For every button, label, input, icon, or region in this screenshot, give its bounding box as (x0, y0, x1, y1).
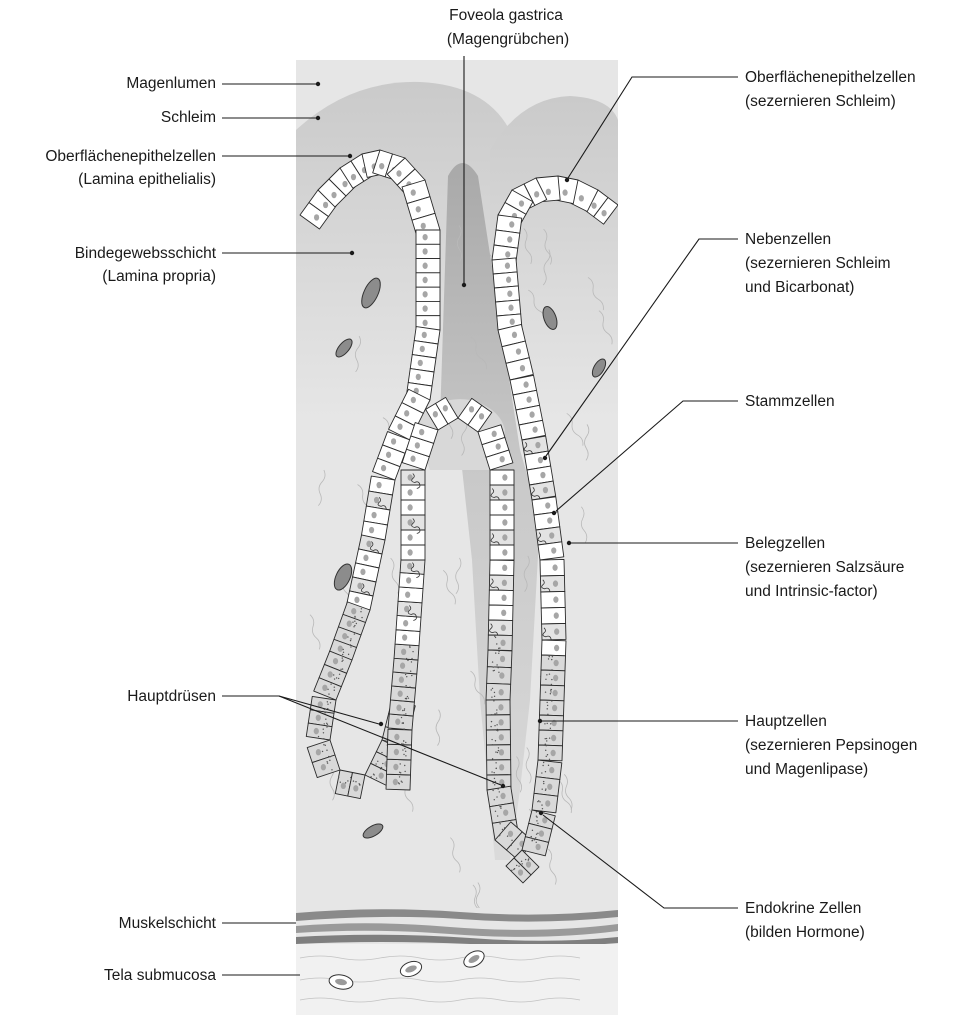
label-belegzellen-sub2: und Intrinsic-factor) (745, 583, 878, 600)
label-hauptzellen-sub1: (sezernieren Pepsinogen (745, 737, 917, 754)
label-hauptdruesen: Hauptdrüsen (127, 688, 216, 705)
label-oberflaeche-left-sub: (Lamina epithelialis) (78, 171, 216, 188)
tissue-column (296, 60, 618, 1015)
label-endokrine-zellen: Endokrine Zellen (745, 900, 861, 917)
label-nebenzellen-sub2: und Bicarbonat) (745, 279, 854, 296)
label-oberflaeche-right: Oberflächenepithelzellen (745, 69, 916, 86)
label-oberflaeche-right-sub: (sezernieren Schleim) (745, 93, 896, 110)
muscle-layer (296, 908, 618, 946)
label-nebenzellen-sub1: (sezernieren Schleim (745, 255, 891, 272)
label-foveola: Foveola gastrica (449, 7, 563, 24)
label-muskelschicht: Muskelschicht (119, 915, 217, 932)
label-foveola-sub: (Magengrübchen) (447, 31, 569, 48)
label-stammzellen: Stammzellen (745, 393, 835, 410)
label-tela-submucosa: Tela submucosa (104, 967, 216, 984)
label-belegzellen: Belegzellen (745, 535, 825, 552)
submucosa-layer (296, 944, 618, 1015)
label-magenlumen: Magenlumen (126, 75, 216, 92)
label-nebenzellen: Nebenzellen (745, 231, 831, 248)
label-bindegewebe: Bindegewebsschicht (75, 245, 217, 262)
label-bindegewebe-sub: (Lamina propria) (102, 268, 216, 285)
label-hauptzellen: Hauptzellen (745, 713, 827, 730)
label-schleim: Schleim (161, 109, 216, 126)
label-oberflaeche-left: Oberflächenepithelzellen (45, 148, 216, 165)
label-endokrine-zellen-sub: (bilden Hormone) (745, 924, 865, 941)
label-hauptzellen-sub2: und Magenlipase) (745, 761, 868, 778)
label-belegzellen-sub1: (sezernieren Salzsäure (745, 559, 904, 576)
